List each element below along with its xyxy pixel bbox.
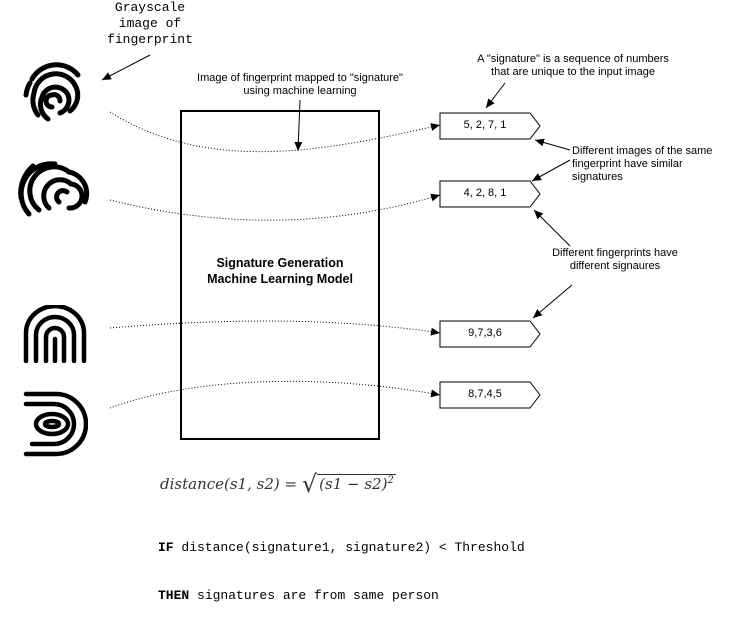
formula-radicand-text: (s1 − s2)	[319, 475, 388, 493]
mapping-arrow	[294, 99, 303, 152]
signature-value: 8,7,4,5	[468, 388, 502, 400]
then-text: signatures are from same person	[189, 588, 439, 603]
signature-box-1	[439, 112, 541, 140]
signature-note-arrow	[485, 82, 506, 109]
different-arrow-1	[533, 209, 571, 247]
distance-formula: distance(s1, s2) = √(s1 − s2)2	[160, 470, 396, 504]
fingerprint-icon	[23, 62, 81, 122]
if-keyword: IF	[158, 540, 174, 555]
grayscale-arrow	[101, 54, 151, 81]
grayscale-note-line: image of	[118, 16, 182, 31]
similar-arrow-1	[534, 138, 571, 151]
model-box: Signature Generation Machine Learning Mo…	[180, 110, 380, 440]
signature-note-line: A "signature" is a sequence of numbers	[477, 53, 669, 65]
signature-note-line: that are unique to the input image	[491, 66, 655, 78]
similar-note-line: fingerprint have similar	[572, 158, 683, 170]
if-text: distance(signature1, signature2) < Thres…	[173, 540, 525, 555]
mapping-curve-2	[109, 193, 441, 221]
formula-lhs: distance(s1, s2) =	[160, 475, 302, 493]
grayscale-note-line: fingerprint	[107, 32, 193, 47]
rule-then-line: THEN signatures are from same person	[158, 588, 525, 604]
model-title-line: Machine Learning Model	[207, 272, 353, 286]
then-keyword: THEN	[158, 588, 190, 603]
formula-radicand: (s1 − s2)2	[317, 474, 396, 493]
model-title-line: Signature Generation	[216, 256, 344, 270]
grayscale-note-line: Grayscale	[114, 0, 186, 15]
fingerprint-icon	[23, 305, 87, 363]
signature-value: 5, 2, 7, 1	[463, 119, 507, 131]
similar-note: Different images of the same fingerprint…	[572, 145, 737, 184]
mapping-note-line: using machine learning	[243, 85, 357, 97]
different-note-line: different signaures	[569, 260, 661, 272]
mapping-curve-4	[109, 380, 441, 409]
different-note-line: Different fingerprints have	[552, 247, 678, 259]
model-title: Signature Generation Machine Learning Mo…	[182, 255, 378, 287]
sqrt-sign: √	[301, 470, 318, 498]
signature-box-4	[439, 381, 541, 409]
signature-box-3	[439, 320, 541, 348]
grayscale-note: Grayscale image of fingerprint	[95, 0, 205, 48]
rule-block: IF distance(signature1, signature2) < Th…	[158, 508, 525, 620]
connectors-layer	[101, 54, 573, 409]
signature-note: A "signature" is a sequence of numbers t…	[458, 53, 688, 79]
similar-note-line: Different images of the same	[572, 145, 713, 157]
similar-arrow-2	[531, 159, 571, 182]
different-arrow-2	[532, 284, 573, 319]
rule-if-line: IF distance(signature1, signature2) < Th…	[158, 540, 525, 556]
fingerprint-icon	[23, 391, 88, 457]
mapping-curve-1	[109, 111, 441, 153]
signature-value: 9,7,3,6	[468, 327, 502, 339]
signature-value: 4, 2, 8, 1	[463, 187, 507, 199]
formula-exponent: 2	[387, 475, 394, 486]
signature-box-2	[439, 180, 541, 208]
mapping-note-line: Image of fingerprint mapped to "signatur…	[197, 72, 403, 84]
similar-note-line: signatures	[572, 171, 623, 183]
different-note: Different fingerprints have different si…	[530, 247, 700, 273]
fingerprint-icon	[18, 161, 90, 217]
mapping-note: Image of fingerprint mapped to "signatur…	[170, 72, 430, 98]
